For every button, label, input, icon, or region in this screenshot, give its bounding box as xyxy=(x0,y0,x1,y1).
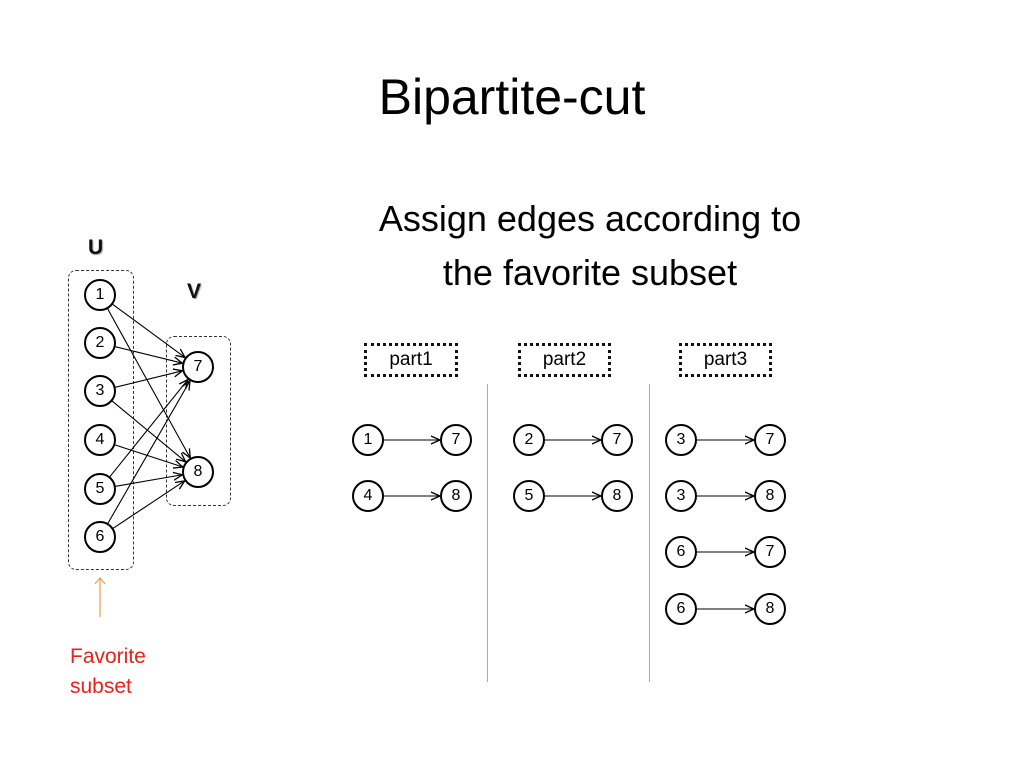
part2-node-8: 8 xyxy=(601,480,633,512)
edge-5-7 xyxy=(108,379,188,478)
favorite-label-line-2: subset xyxy=(70,675,132,698)
part2-node-7: 7 xyxy=(601,424,633,456)
edge-5-8 xyxy=(114,475,182,487)
edge-1-7 xyxy=(111,303,185,358)
part3-node-6: 6 xyxy=(665,536,697,568)
part2-label: part2 xyxy=(518,343,611,377)
part3-node-3: 3 xyxy=(665,480,697,512)
set-u-label: U xyxy=(88,236,104,259)
edge-3-7 xyxy=(114,371,183,388)
part3-label: part3 xyxy=(679,343,772,377)
part-divider-1 xyxy=(487,384,488,682)
u-node-4: 4 xyxy=(84,424,116,456)
part3-node-8: 8 xyxy=(754,480,786,512)
v-node-7: 7 xyxy=(182,351,214,383)
part3-node-8: 8 xyxy=(754,593,786,625)
part1-node-8: 8 xyxy=(440,480,472,512)
part1-label: part1 xyxy=(364,343,458,377)
part1-node-7: 7 xyxy=(440,424,472,456)
part3-node-7: 7 xyxy=(754,424,786,456)
part-edges xyxy=(383,440,754,609)
subtitle-line-1: Assign edges according to xyxy=(378,198,802,239)
u-node-2: 2 xyxy=(84,327,116,359)
part1-node-4: 4 xyxy=(352,480,384,512)
part3-node-6: 6 xyxy=(665,593,697,625)
slide-title: Bipartite-cut xyxy=(378,69,646,125)
u-node-3: 3 xyxy=(84,375,116,407)
subtitle-line-2: the favorite subset xyxy=(442,252,738,293)
edge-2-7 xyxy=(114,346,183,364)
edge-1-8 xyxy=(106,307,190,458)
part1-node-1: 1 xyxy=(352,424,384,456)
u-node-6: 6 xyxy=(84,521,116,553)
part3-node-3: 3 xyxy=(665,424,697,456)
v-node-8: 8 xyxy=(182,456,214,488)
u-node-5: 5 xyxy=(84,473,116,505)
part-divider-2 xyxy=(649,384,650,682)
u-node-1: 1 xyxy=(84,279,116,311)
set-v-label: V xyxy=(187,280,202,303)
edge-6-7 xyxy=(107,381,190,525)
edge-3-8 xyxy=(111,400,186,462)
part3-node-7: 7 xyxy=(754,536,786,568)
favorite-subset-label: Favorite subset xyxy=(70,642,190,702)
set-u-box xyxy=(68,270,134,570)
slide-subtitle: Assign edges according to the favorite s… xyxy=(340,192,840,300)
favorite-label-line-1: Favorite xyxy=(70,645,146,668)
part2-node-5: 5 xyxy=(513,480,545,512)
edge-6-8 xyxy=(112,481,185,530)
bipartite-edges xyxy=(106,303,190,530)
part2-node-2: 2 xyxy=(513,424,545,456)
edge-4-8 xyxy=(114,444,183,467)
